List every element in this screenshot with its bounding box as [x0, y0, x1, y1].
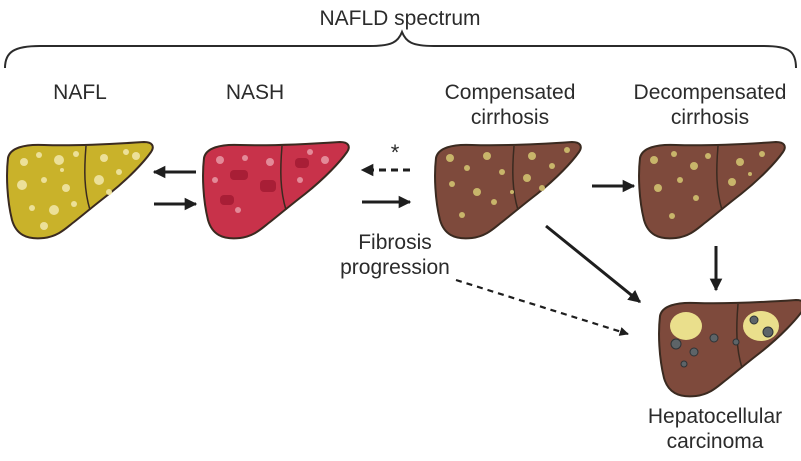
liver-lobe-divider	[736, 303, 743, 369]
spectrum-brace	[4, 29, 797, 69]
fibrotic-nodules	[650, 151, 765, 219]
stage-label-hcc-line2: carcinoma	[666, 430, 764, 453]
inflammation-patches	[220, 158, 309, 205]
fibrosis-line1: Fibrosis	[358, 231, 432, 254]
liver-decompensated-cirrhosis	[638, 141, 786, 240]
stage-label-hcc-line1: Hepatocellular	[647, 405, 783, 428]
liver-nafl	[6, 141, 154, 240]
liver-hcc	[658, 299, 801, 398]
arrow-compensated-to-hcc	[545, 224, 641, 304]
fibrotic-nodules	[446, 147, 570, 218]
liver-lobe-divider	[512, 145, 519, 211]
stage-label-compensated-line1: Compensated	[444, 81, 576, 104]
liver-lobe-divider	[84, 145, 91, 211]
stage-label-compensated-cirrhosis: Compensated cirrhosis	[425, 80, 595, 130]
fibrosis-progression-label: Fibrosis progression	[330, 230, 460, 280]
liver-compensated-cirrhosis	[434, 141, 582, 240]
stage-label-hcc: Hepatocellular carcinoma	[640, 404, 790, 454]
stage-label-decompensated-cirrhosis: Decompensated cirrhosis	[620, 80, 800, 130]
tumor-nodules	[670, 315, 774, 368]
stage-label-compensated-line2: cirrhosis	[470, 106, 550, 129]
stage-label-decompensated-line2: cirrhosis	[670, 106, 750, 129]
liver-lobe-divider	[280, 145, 287, 211]
asterisk-marker: *	[390, 140, 400, 165]
fat-droplets	[17, 149, 140, 230]
stage-label-nash: NASH	[225, 81, 285, 104]
arrow-fibrosis-to-hcc-dashed	[455, 278, 629, 336]
liver-nash	[202, 141, 350, 240]
liver-lobe-divider	[716, 145, 723, 211]
fat-droplets	[212, 149, 329, 213]
stage-label-nafl: NAFL	[53, 81, 107, 104]
stage-label-decompensated-line1: Decompensated	[633, 81, 787, 104]
spectrum-label: NAFLD spectrum	[319, 7, 481, 30]
fibrosis-line2: progression	[340, 256, 450, 279]
